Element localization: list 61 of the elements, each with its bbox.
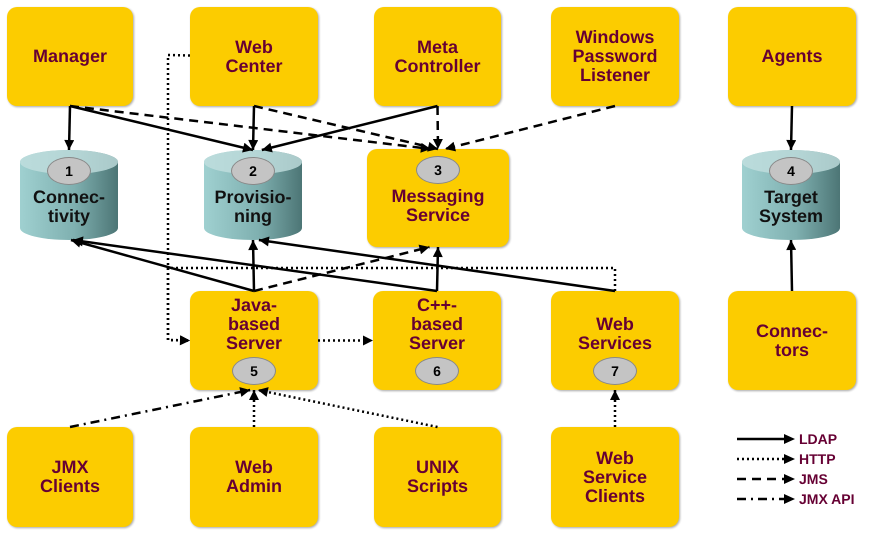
legend-label: LDAP — [799, 431, 838, 447]
database-cylinder — [204, 150, 302, 240]
node-label: Web Service Clients — [582, 448, 648, 506]
node-label: JMX Clients — [38, 458, 101, 496]
connector-arrow — [258, 387, 438, 428]
component-box — [373, 291, 501, 390]
component-box — [728, 291, 856, 390]
database-cylinder — [20, 150, 118, 240]
node-label: Connec- tivity — [32, 188, 106, 226]
legend-label: JMX API — [799, 491, 854, 507]
connector-arrow — [432, 246, 443, 292]
connector-arrow — [786, 106, 796, 150]
connector-arrow — [70, 238, 254, 292]
connector-arrow — [444, 104, 616, 152]
number-badge: 7 — [593, 357, 637, 385]
connector-arrow — [249, 390, 259, 427]
component-box — [7, 427, 133, 527]
component-box — [551, 427, 679, 527]
node-label: Agents — [761, 47, 822, 66]
connector-arrow — [166, 266, 616, 346]
node-label: Java- based Server — [224, 296, 284, 353]
node-label: Web Services — [576, 315, 654, 353]
node-label: Messaging Service — [391, 187, 485, 225]
node-label: Windows Password Listener — [571, 28, 659, 85]
node-label: Meta Controller — [393, 38, 482, 76]
component-box — [190, 291, 318, 390]
connector-arrow — [64, 106, 74, 150]
connector-arrow — [70, 104, 254, 153]
component-box — [190, 427, 318, 527]
number-badge: 3 — [416, 156, 460, 184]
component-box — [190, 7, 318, 106]
connector-arrow — [318, 336, 373, 346]
component-box — [367, 149, 509, 247]
connector-arrow — [258, 236, 616, 292]
legend-label: JMS — [799, 471, 828, 487]
component-box — [7, 7, 133, 106]
connector-arrow — [248, 240, 258, 292]
connector-arrow — [432, 106, 443, 150]
node-label: Web Admin — [225, 458, 283, 496]
component-box — [374, 7, 501, 106]
node-label: Target System — [758, 188, 824, 226]
node-label: Manager — [32, 47, 108, 66]
legend-label: HTTP — [799, 451, 836, 467]
node-label: UNIX Scripts — [406, 458, 470, 496]
connector-arrow — [254, 244, 430, 292]
node-label: Provisio- ning — [213, 188, 293, 226]
node-label: Web Center — [224, 38, 284, 76]
database-cylinder — [742, 150, 840, 240]
node-label: Connec- tors — [755, 322, 829, 360]
number-badge: 5 — [232, 357, 276, 385]
connector-arrow — [72, 236, 438, 292]
number-badge: 6 — [415, 357, 459, 385]
connector-arrow — [610, 390, 620, 427]
connector-arrow — [786, 240, 796, 292]
node-label: C++- based Server — [408, 296, 466, 353]
component-box — [728, 7, 856, 106]
component-box — [374, 427, 501, 527]
connector-arrow — [70, 387, 250, 428]
connector-arrow — [248, 106, 258, 150]
component-box — [551, 291, 679, 390]
component-box — [551, 7, 679, 106]
